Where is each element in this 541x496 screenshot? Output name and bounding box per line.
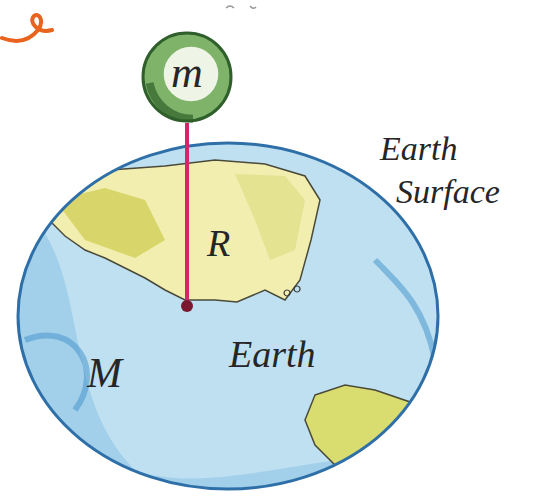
- earth-outline: [18, 143, 438, 489]
- mass-symbol: m: [171, 51, 203, 95]
- mass-symbol: M: [87, 352, 122, 394]
- radius-line: [185, 123, 189, 304]
- earth-circle-shape: [15, 140, 441, 492]
- ball-highlight: [164, 47, 219, 102]
- continent: [305, 385, 425, 475]
- earth-name: Earth: [229, 335, 316, 373]
- sketch-mark: [226, 6, 256, 8]
- radius-symbol: R: [207, 224, 230, 262]
- ocean-stroke: [25, 260, 435, 410]
- earth-circle: R Earth M: [15, 140, 441, 492]
- mass-ball: m: [140, 30, 234, 124]
- island: [37, 444, 55, 460]
- ball-outline: [143, 33, 231, 121]
- continent: [45, 160, 320, 302]
- surface-label: Earth Surface: [380, 128, 541, 213]
- squiggle: [2, 15, 52, 41]
- continent-fill: [235, 174, 305, 260]
- continent-fill: [55, 188, 165, 258]
- island: [284, 286, 300, 296]
- center-point: [181, 300, 193, 312]
